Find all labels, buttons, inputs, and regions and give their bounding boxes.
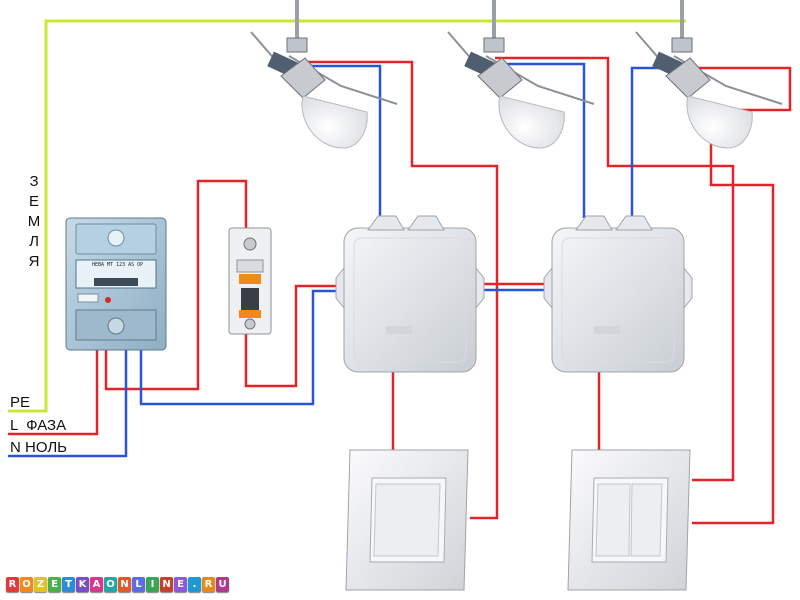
earth-label-letter: З <box>29 173 39 190</box>
neutral-box1-to-lamp1 <box>300 64 382 218</box>
neutral-input-wire <box>8 350 128 458</box>
electric-meter-icon <box>65 217 167 351</box>
logo-letter-tile: K <box>76 576 89 592</box>
logo-letter-tile: U <box>216 576 229 592</box>
single-switch-icon <box>345 449 469 591</box>
meter-model-label: НЕВА МТ 123 AS OP <box>92 262 144 268</box>
logo-letter-tile: N <box>118 576 131 592</box>
phase-label: L ФАЗА <box>10 417 67 434</box>
logo-letter-tile: A <box>90 576 103 592</box>
logo-letter-tile: L <box>132 576 145 592</box>
logo-letter-tile: Z <box>34 576 47 592</box>
pe-label: PE <box>10 394 31 411</box>
logo-letter-tile: E <box>174 576 187 592</box>
phase-switch2-to-lamp2 <box>495 56 735 482</box>
junction-box-icon <box>335 215 485 373</box>
logo-letter-tile: . <box>188 576 201 592</box>
logo-letter-tile: I <box>146 576 159 592</box>
logo-letter-tile: R <box>6 576 19 592</box>
phase-meter-to-breaker <box>104 179 248 391</box>
earth-wire <box>8 19 686 413</box>
neutral-box2-to-lamp2 <box>495 62 586 218</box>
earth-label-letter: Е <box>28 193 39 210</box>
logo-letter-tile: T <box>62 576 75 592</box>
earth-label-letter: Я <box>28 253 40 270</box>
phase-switch2-to-lamp3 <box>690 66 792 525</box>
logo-letter-tile: E <box>48 576 61 592</box>
logo-letter-tile: O <box>20 576 33 592</box>
pendant-lamp-icon <box>250 0 398 149</box>
earth-label-letter: Л <box>29 233 39 250</box>
phase-breaker-to-box1 <box>244 284 345 388</box>
pendant-lamp-icon <box>447 0 595 149</box>
earth-label-letter: М <box>27 213 41 230</box>
circuit-breaker-icon <box>228 227 272 335</box>
junction-box-icon <box>543 215 693 373</box>
logo-letter-tile: R <box>202 576 215 592</box>
phase-switch1-to-lamp1 <box>300 60 499 520</box>
phase-input-wire <box>8 350 99 436</box>
double-switch-icon <box>567 449 691 591</box>
pendant-lamp-icon <box>635 0 783 149</box>
logo-letter-tile: O <box>104 576 117 592</box>
neutral-label: N НОЛЬ <box>10 439 68 456</box>
logo-letter-tile: N <box>160 576 173 592</box>
neutral-meter-to-box1 <box>139 289 345 406</box>
